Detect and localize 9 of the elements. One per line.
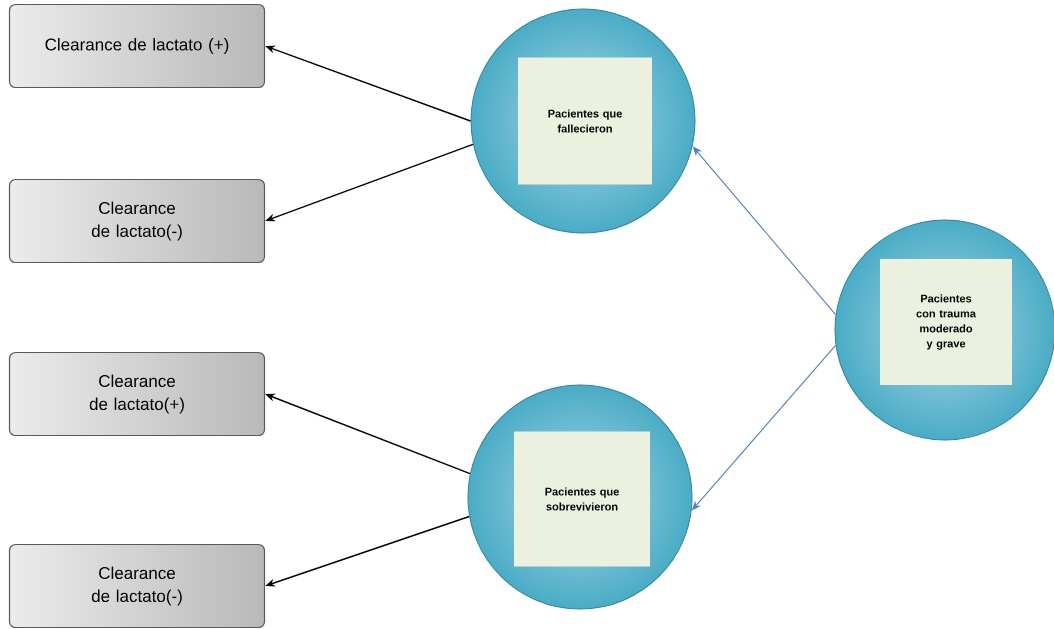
text-square: Pacientes que sobrevivieron — [514, 431, 650, 567]
text-square: Pacientes que fallecieron — [518, 57, 652, 185]
rounded-box: Clearance de lactato(-) — [8, 543, 266, 629]
rounded-box: Clearance de lactato (+) — [8, 3, 266, 89]
circle-node — [470, 8, 696, 234]
rounded-box: Clearance de lactato(-) — [8, 178, 266, 264]
circle-node — [467, 384, 693, 610]
rounded-box: Clearance de lactato(+) — [8, 351, 266, 437]
text-square: Pacientes con trauma moderado y grave — [880, 259, 1012, 385]
